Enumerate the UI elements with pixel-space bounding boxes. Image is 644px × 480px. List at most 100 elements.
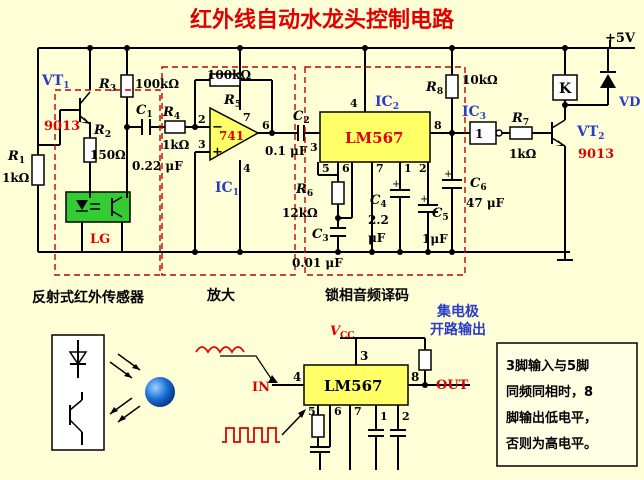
svg-text:IN: IN xyxy=(252,380,270,395)
svg-text:VD: VD xyxy=(618,95,640,110)
supply-label: +5V xyxy=(605,31,636,46)
svg-text:VCC: VCC xyxy=(330,324,354,341)
ir-rays xyxy=(109,353,141,423)
relay-k xyxy=(552,74,578,101)
note-line-3: 脚输出低电平， xyxy=(506,410,597,426)
lower-lm567-labels: LM567 VCC 3 4 8 5 6 7 1 2 IN OUT 集电极 开路输… xyxy=(252,303,486,423)
c2-capacitor xyxy=(297,125,305,141)
section-decoder-frame xyxy=(304,66,466,276)
svg-text:7: 7 xyxy=(376,162,384,175)
lm567-chip xyxy=(319,111,431,163)
svg-text:2: 2 xyxy=(419,162,427,175)
r7-resistor xyxy=(509,126,533,140)
svg-text:12kΩ: 12kΩ xyxy=(282,206,318,220)
svg-text:0.01 μF: 0.01 μF xyxy=(292,256,343,270)
svg-text:OUT: OUT xyxy=(436,378,469,393)
junction-dots xyxy=(87,45,568,255)
svg-text:2: 2 xyxy=(198,113,206,126)
svg-text:VT2: VT2 xyxy=(576,124,605,142)
svg-text:IC3: IC3 xyxy=(462,104,486,122)
page-title: 红外线自动水龙头控制电路 xyxy=(190,7,455,33)
svg-text:8: 8 xyxy=(411,370,419,384)
not-gate-ic3 xyxy=(469,121,503,145)
svg-text:C6: C6 xyxy=(470,176,487,193)
section-sensor-frame xyxy=(54,89,161,276)
svg-text:μF: μF xyxy=(368,231,386,245)
svg-text:150Ω: 150Ω xyxy=(90,148,126,162)
svg-text:R6: R6 xyxy=(295,182,313,199)
r8-resistor xyxy=(445,74,459,99)
r2-resistor xyxy=(83,137,97,163)
svg-text:C4: C4 xyxy=(370,193,387,210)
svg-text:1: 1 xyxy=(404,162,412,175)
svg-text:LM567: LM567 xyxy=(345,129,403,147)
svg-text:7: 7 xyxy=(243,111,251,124)
c4-capacitor: + xyxy=(390,179,410,210)
svg-text:741: 741 xyxy=(219,129,244,143)
vt1-transistor xyxy=(79,91,91,125)
svg-text:C3: C3 xyxy=(312,227,329,244)
svg-text:4: 4 xyxy=(350,97,358,110)
note-line-4: 否则为高电平。 xyxy=(505,436,597,452)
note-line-2: 同频同相时，8 xyxy=(506,384,593,400)
svg-text:R4: R4 xyxy=(162,105,180,122)
sensor-diagram xyxy=(51,334,105,451)
svg-text:5: 5 xyxy=(322,162,330,175)
svg-text:8: 8 xyxy=(434,119,442,132)
square-waveform xyxy=(222,409,306,443)
svg-text:1μF: 1μF xyxy=(422,232,448,246)
lower-lm567 xyxy=(272,337,470,470)
svg-text:3: 3 xyxy=(310,141,318,154)
svg-text:0.1 μF: 0.1 μF xyxy=(265,144,308,158)
svg-text:100kΩ: 100kΩ xyxy=(207,68,251,82)
svg-text:1: 1 xyxy=(380,410,388,423)
svg-text:C1: C1 xyxy=(136,103,153,120)
diode-vd xyxy=(600,71,616,88)
svg-text:IC1: IC1 xyxy=(215,180,239,198)
svg-text:1kΩ: 1kΩ xyxy=(162,138,190,152)
r1-resistor xyxy=(31,154,45,186)
svg-text:LG: LG xyxy=(90,232,110,247)
svg-text:9013: 9013 xyxy=(578,147,614,162)
r6-resistor xyxy=(331,181,345,205)
object-ball xyxy=(145,377,175,407)
circuit-wires xyxy=(37,40,635,261)
svg-text:4: 4 xyxy=(243,162,251,175)
svg-text:6: 6 xyxy=(334,405,342,418)
r4-resistor xyxy=(164,120,186,134)
svg-text:47 μF: 47 μF xyxy=(466,196,505,210)
svg-text:C5: C5 xyxy=(432,206,449,223)
svg-text:4: 4 xyxy=(293,370,301,384)
svg-text:+: + xyxy=(392,179,400,190)
svg-text:K: K xyxy=(559,81,572,97)
section-decoder-label: 锁相音频译码 xyxy=(325,287,409,304)
svg-text:+: + xyxy=(444,169,452,180)
svg-text:R7: R7 xyxy=(511,111,529,128)
note-line-1: 3脚输入与5脚 xyxy=(506,358,589,374)
svg-text:+: + xyxy=(420,194,428,205)
svg-text:C2: C2 xyxy=(293,109,310,126)
svg-text:6: 6 xyxy=(262,119,270,132)
c1-capacitor xyxy=(141,119,151,135)
svg-text:7: 7 xyxy=(354,405,362,418)
svg-text:IC2: IC2 xyxy=(375,94,399,112)
svg-text:R3: R3 xyxy=(98,77,116,94)
svg-text:6: 6 xyxy=(342,162,350,175)
c6-capacitor: + xyxy=(442,169,462,189)
svg-text:开路输出: 开路输出 xyxy=(430,321,486,338)
note-box: 3脚输入与5脚 同频同相时，8 脚输出低电平， 否则为高电平。 xyxy=(496,342,638,467)
svg-text:R2: R2 xyxy=(93,123,111,140)
svg-text:9013: 9013 xyxy=(44,119,80,134)
svg-text:R8: R8 xyxy=(425,80,443,97)
svg-text:2.2: 2.2 xyxy=(368,213,389,227)
r3-resistor xyxy=(120,74,134,98)
svg-text:+: + xyxy=(212,145,223,160)
section-sensor-label: 反射式红外传感器 xyxy=(32,289,145,306)
svg-text:LM567: LM567 xyxy=(324,377,382,395)
section-amp-label: 放大 xyxy=(206,287,235,304)
svg-text:集电极: 集电极 xyxy=(436,303,480,320)
svg-text:5: 5 xyxy=(308,405,316,418)
svg-text:1: 1 xyxy=(475,127,483,141)
r5-resistor xyxy=(209,73,241,87)
svg-text:VT1: VT1 xyxy=(41,73,70,91)
